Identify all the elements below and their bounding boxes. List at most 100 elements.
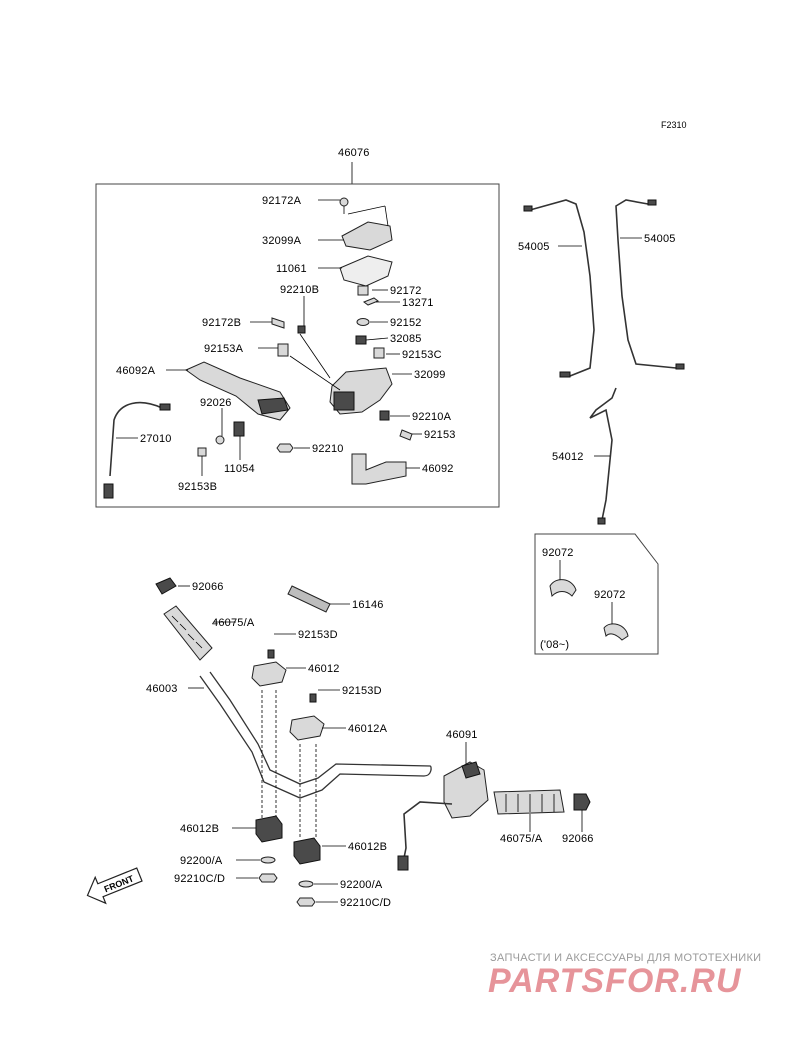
grip-right-46075A	[493, 789, 565, 815]
label-13271: 13271	[402, 297, 434, 309]
label-16146: 16146	[352, 599, 384, 611]
label-92210CD-left: 92210C/D	[174, 873, 225, 885]
label-54005-left: 54005	[518, 241, 550, 253]
cable-end-b	[647, 199, 657, 206]
cable-54005-left	[529, 199, 595, 377]
label-46075A-right: 46075/A	[500, 833, 543, 845]
label-46092A: 46092A	[116, 365, 156, 377]
label-46091: 46091	[446, 729, 478, 741]
label-46012: 46012	[308, 663, 340, 675]
cable-end-c	[559, 371, 571, 378]
master-cylinder-block	[333, 391, 355, 411]
screw-92172	[357, 285, 369, 296]
screw-92172A	[339, 197, 349, 207]
figure-code: F2310	[661, 120, 687, 130]
label-92200A-right: 92200/A	[340, 879, 383, 891]
watermark-logo: PARTSFOR.RU	[488, 962, 742, 1000]
assembly-leaders	[116, 199, 422, 476]
label-11054: 11054	[224, 463, 255, 475]
throttle-wire	[403, 801, 453, 859]
throttle-cables	[523, 199, 685, 525]
label-92210B: 92210B	[280, 284, 319, 296]
label-92210A: 92210A	[412, 411, 452, 423]
label-92072-a: 92072	[542, 547, 574, 559]
bolt-92153C	[373, 347, 385, 359]
nut-92210	[276, 443, 294, 453]
cable-end-d	[675, 363, 685, 370]
label-92066-left: 92066	[192, 581, 224, 593]
label-92072-b: 92072	[594, 589, 626, 601]
cable-54012	[589, 387, 617, 521]
weight-92066-left	[155, 577, 177, 595]
label-92172B: 92172B	[202, 317, 241, 329]
clamp-46012	[251, 661, 287, 687]
label-11061: 11061	[276, 263, 307, 275]
switch-connector	[103, 483, 114, 499]
label-32085: 32085	[390, 333, 422, 345]
throttle-connector	[397, 855, 409, 871]
clamp-46012B-right	[293, 837, 321, 865]
label-46003: 46003	[146, 683, 178, 695]
assembly-frame	[95, 183, 500, 508]
washer-92200A-left	[260, 856, 276, 864]
handlebar-46003	[199, 675, 425, 799]
label-92153D-2: 92153D	[342, 685, 382, 697]
switch-27010	[159, 403, 171, 411]
label-92152: 92152	[390, 317, 422, 329]
label-92210CD-right: 92210C/D	[340, 897, 391, 909]
label-27010: 27010	[140, 433, 172, 445]
cable-end-a	[523, 205, 533, 212]
label-92153A: 92153A	[204, 343, 244, 355]
bolt-92153B	[197, 447, 207, 457]
nut-92210CD-left	[258, 873, 278, 883]
clamp-92072-a	[549, 579, 577, 598]
front-arrow: FRONT	[86, 867, 143, 905]
bolt-92153D-2	[309, 693, 317, 703]
cable-54005-right	[615, 199, 677, 369]
label-92153D-1: 92153D	[298, 629, 338, 641]
label-92210: 92210	[312, 443, 344, 455]
watermark-caption: ЗАПЧАСТИ И АКСЕССУАРЫ ДЛЯ МОТОТЕХНИКИ	[490, 952, 762, 964]
grip-left-46075A	[163, 605, 213, 661]
label-92153B: 92153B	[178, 481, 217, 493]
clamp-46012B-left	[255, 815, 283, 843]
bracket-11054	[233, 421, 245, 437]
label-46092: 46092	[422, 463, 454, 475]
gasket-11061	[339, 255, 393, 287]
label-46012B-right: 46012B	[348, 841, 387, 853]
pad-16146	[287, 585, 331, 613]
label-92026: 92026	[200, 397, 232, 409]
handlebar-parts	[155, 577, 591, 907]
label-92172: 92172	[390, 285, 422, 297]
washer-92152	[356, 318, 370, 326]
label-46012B-left: 46012B	[180, 823, 219, 835]
label-46075A-left: 46075/A	[212, 617, 255, 629]
switch-wire-27010	[109, 401, 163, 477]
label-46012A: 46012A	[348, 723, 388, 735]
bolt-92153D-1	[267, 649, 275, 659]
inset-frame	[534, 533, 659, 655]
cable-end-e	[597, 517, 606, 525]
nut-92210A	[379, 410, 390, 421]
nut-92210CD-right	[296, 897, 316, 907]
label-92172A: 92172A	[262, 195, 302, 207]
label-92066-right: 92066	[562, 833, 594, 845]
clamp-46012A	[289, 715, 325, 741]
label-54005-right: 54005	[644, 233, 676, 245]
lever-pivot	[257, 397, 289, 415]
master-cylinder-parts	[103, 197, 413, 499]
boot-32085	[355, 335, 367, 345]
nut-92210B	[297, 325, 306, 334]
washer-92200A-right	[298, 880, 314, 888]
assembly-label: 46076	[338, 147, 370, 159]
bolt-92153	[399, 429, 413, 441]
label-92153C: 92153C	[402, 349, 442, 361]
label-32099: 32099	[414, 369, 446, 381]
label-54012: 54012	[552, 451, 584, 463]
plate-13271	[362, 297, 380, 306]
label-32099A: 32099A	[262, 235, 302, 247]
label-92153: 92153	[424, 429, 456, 441]
bolt-92172B	[271, 317, 285, 329]
bolt-92153A	[277, 343, 289, 357]
